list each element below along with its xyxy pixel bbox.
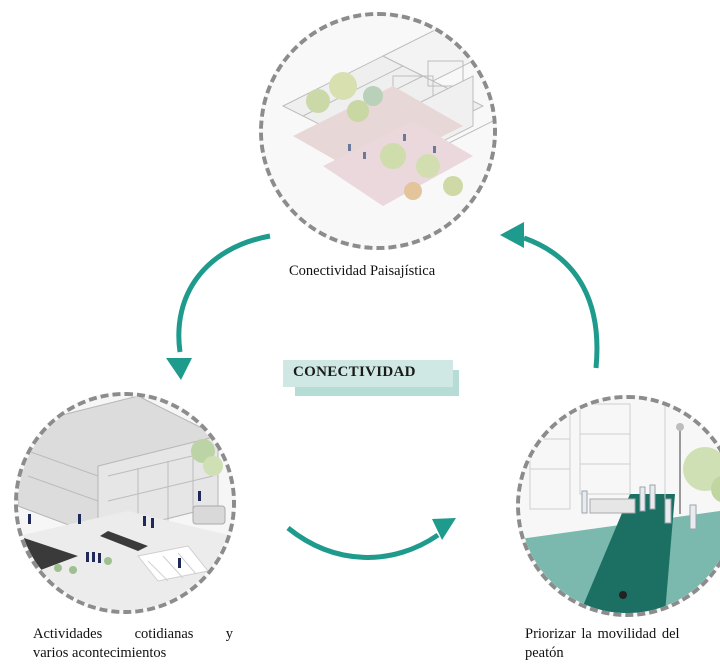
people-figures — [581, 484, 697, 530]
left-node-illustration — [14, 392, 236, 614]
arrow-left-to-right — [286, 518, 456, 560]
label-background — [283, 360, 453, 387]
building-activities-drawing — [18, 396, 232, 610]
right-node-illustration — [516, 395, 720, 617]
left-caption-line-1: Actividades cotidianas y — [33, 626, 233, 642]
top-node-illustration — [259, 12, 497, 250]
left-node-caption: Actividades cotidianas y varios aconteci… — [33, 625, 233, 663]
top-node-caption: Conectividad Paisajística — [289, 263, 436, 279]
center-concept-label: CONECTIVIDAD — [283, 360, 459, 397]
right-node-caption: Priorizar la movilidad del peatón — [525, 625, 720, 663]
tree-icons — [306, 72, 463, 200]
center-label-text: CONECTIVIDAD — [293, 364, 416, 380]
pedestrian-street-drawing — [520, 399, 720, 613]
people-figures — [28, 491, 201, 568]
right-caption-line-1: Priorizar la movilidad del — [525, 626, 680, 642]
left-caption-line-2: varios acontecimientos — [33, 645, 167, 661]
right-caption-line-2: peatón — [525, 645, 564, 661]
arrow-right-to-top — [500, 222, 600, 369]
landscape-axonometric-drawing — [263, 16, 493, 246]
people-figures — [348, 134, 436, 159]
arrow-top-to-left — [166, 233, 271, 380]
